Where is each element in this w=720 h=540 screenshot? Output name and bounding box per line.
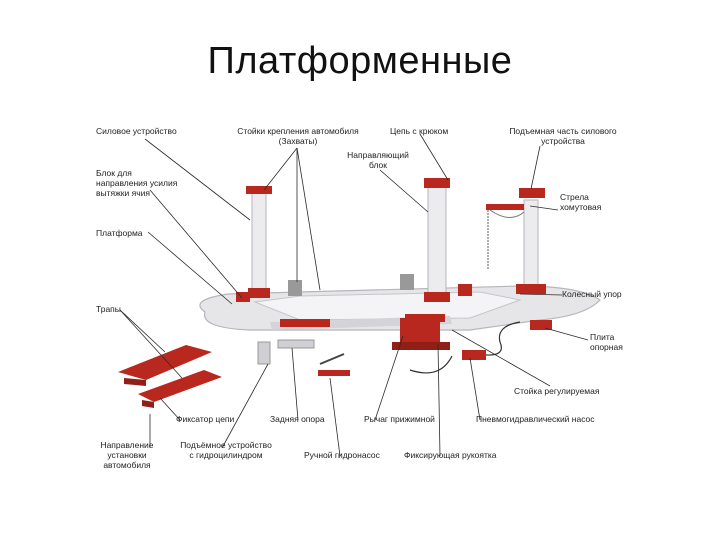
central-tower <box>424 178 450 302</box>
label-pneumo-pump: Пневмогидравлический насос <box>476 414 595 424</box>
pneumo-pump <box>409 321 521 374</box>
label-power-device: Силовое устройство <box>96 126 177 136</box>
manual-pump <box>318 353 350 376</box>
label-ramps: Трапы <box>96 304 121 314</box>
label-support-plate: Плита опорная <box>590 332 623 352</box>
leader-lines <box>119 133 589 457</box>
lift-stand <box>392 318 450 350</box>
label-fix-handle: Фиксирующая рукоятка <box>404 450 497 460</box>
hydraulic-lift-device <box>257 339 315 365</box>
label-chain-hook: Цепь с крюком <box>390 126 449 136</box>
platform-frame <box>199 285 601 331</box>
label-pinch-lever: Рычаг прижимной <box>364 414 435 424</box>
label-car-guide: Направление установки автомобиля <box>100 440 154 470</box>
label-adjustable-rack: Стойка регулируемая <box>514 386 600 396</box>
right-arm-tower <box>486 188 546 294</box>
left-power-tower <box>246 186 272 298</box>
label-pull-direction-block: Блок для направления усилия вытяжки ячия <box>96 168 178 198</box>
label-rear-support: Задняя опора <box>270 414 325 424</box>
label-lifting-part: Подъемная часть силового устройства <box>509 126 617 146</box>
ramps <box>118 345 222 408</box>
support-plate <box>530 320 552 330</box>
platform-clamps <box>236 274 472 302</box>
label-corner-stop: Колесный упор <box>562 289 622 299</box>
label-guide-block: Направляющий блок <box>347 150 409 170</box>
label-clamp-arm: Стрела хомутовая <box>560 192 602 212</box>
label-manual-pump: Ручной гидронасос <box>304 450 380 460</box>
label-platform: Платформа <box>96 228 143 238</box>
label-hydro-lift: Подъёмное устройство с гидроцилиндром <box>180 440 272 460</box>
label-chain-lock: Фиксатор цепи <box>176 414 235 424</box>
label-fixing-racks: Стойки крепления автомобиля (Захваты) <box>237 126 359 146</box>
slide-title: Платформенные <box>207 40 513 82</box>
